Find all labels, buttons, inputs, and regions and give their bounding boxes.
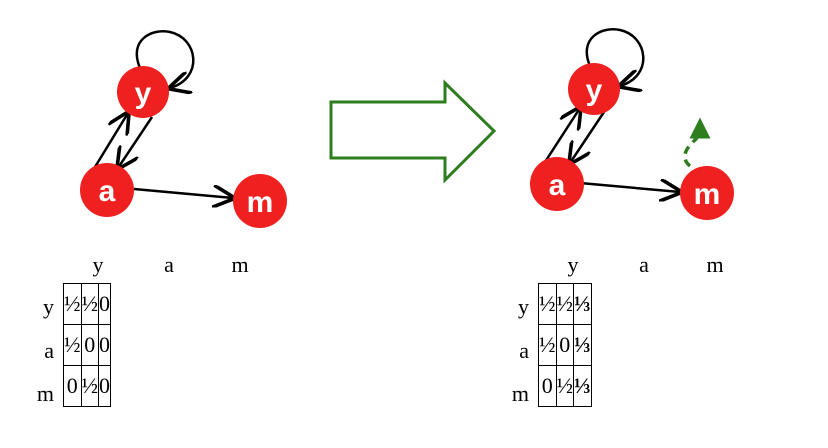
left-node-m xyxy=(233,174,287,228)
matrix-cell-teleport: ⅓ xyxy=(573,324,592,366)
table-row: ½ 0 ⅓ xyxy=(538,324,592,366)
matrix-cell: 0 xyxy=(98,365,111,407)
matrix-cell: 0 xyxy=(80,324,99,366)
matrix-cell-teleport: ⅓ xyxy=(573,365,592,407)
left-matrix-col-a: a xyxy=(164,252,174,277)
matrix-cell: 0 xyxy=(98,283,111,325)
matrix-cell: ½ xyxy=(555,365,574,407)
right-node-a-label: a xyxy=(549,169,566,202)
matrix-cell-teleport: ⅓ xyxy=(573,283,592,325)
right-self-loop-y xyxy=(585,28,645,86)
right-node-y xyxy=(568,63,620,115)
transition-arrow xyxy=(329,79,497,184)
left-edge-a-to-y xyxy=(93,113,128,168)
left-self-loop-y xyxy=(135,30,195,88)
right-matrix-col-a: a xyxy=(639,252,649,277)
matrix-cell: ½ xyxy=(63,324,82,366)
right-edge-a-to-y xyxy=(543,108,580,163)
left-node-a-label: a xyxy=(99,175,116,208)
left-matrix-col-m: m xyxy=(231,252,249,277)
table-row: ½ ½ 0 xyxy=(63,283,111,325)
matrix-cell: 0 xyxy=(555,324,574,366)
left-matrix-row-m: m xyxy=(36,381,54,406)
left-node-y-label: y xyxy=(135,77,152,110)
table-row: ½ 0 0 xyxy=(63,324,111,366)
matrix-cell: 0 xyxy=(63,365,82,407)
right-teleport-edge-m xyxy=(683,117,711,168)
table-row: 0 ½ 0 xyxy=(63,365,111,407)
left-matrix-row-a: a xyxy=(44,338,54,363)
right-node-y-label: y xyxy=(586,74,603,107)
matrix-cell: 0 xyxy=(538,365,557,407)
right-edge-y-to-a xyxy=(570,111,606,163)
matrix-cell: ½ xyxy=(63,283,82,325)
table-row: ½ ½ ⅓ xyxy=(538,283,592,325)
left-node-a xyxy=(80,163,134,217)
matrix-cell: ½ xyxy=(538,324,557,366)
right-node-m xyxy=(680,166,734,220)
matrix-cell: ½ xyxy=(538,283,557,325)
left-edge-y-to-a xyxy=(118,116,154,168)
matrix-cell: ½ xyxy=(80,283,99,325)
matrix-cell: ½ xyxy=(555,283,574,325)
table-row: 0 ½ ⅓ xyxy=(538,365,592,407)
right-matrix-col-y: y xyxy=(567,252,579,277)
right-node-m-label: m xyxy=(694,178,721,211)
matrix-cell: 0 xyxy=(98,324,111,366)
right-matrix-col-m: m xyxy=(706,252,724,277)
right-node-a xyxy=(530,157,584,211)
right-matrix-row-m: m xyxy=(511,381,529,406)
right-matrix-row-y: y xyxy=(518,294,529,319)
left-edge-a-to-m xyxy=(133,189,233,198)
right-graph: y a m xyxy=(530,28,734,220)
matrix-cell: ½ xyxy=(80,365,99,407)
left-graph: y a m xyxy=(80,30,287,228)
left-matrix-row-y: y xyxy=(43,294,54,319)
right-matrix-grid: ½ ½ ⅓ ½ 0 ⅓ 0 ½ ⅓ xyxy=(538,283,592,407)
right-matrix-row-a: a xyxy=(519,338,529,363)
left-node-m-label: m xyxy=(247,186,274,219)
left-matrix-col-y: y xyxy=(92,252,104,277)
right-edge-a-to-m xyxy=(579,183,680,192)
left-matrix-grid: ½ ½ 0 ½ 0 0 0 ½ 0 xyxy=(63,283,111,407)
left-node-y xyxy=(117,66,169,118)
